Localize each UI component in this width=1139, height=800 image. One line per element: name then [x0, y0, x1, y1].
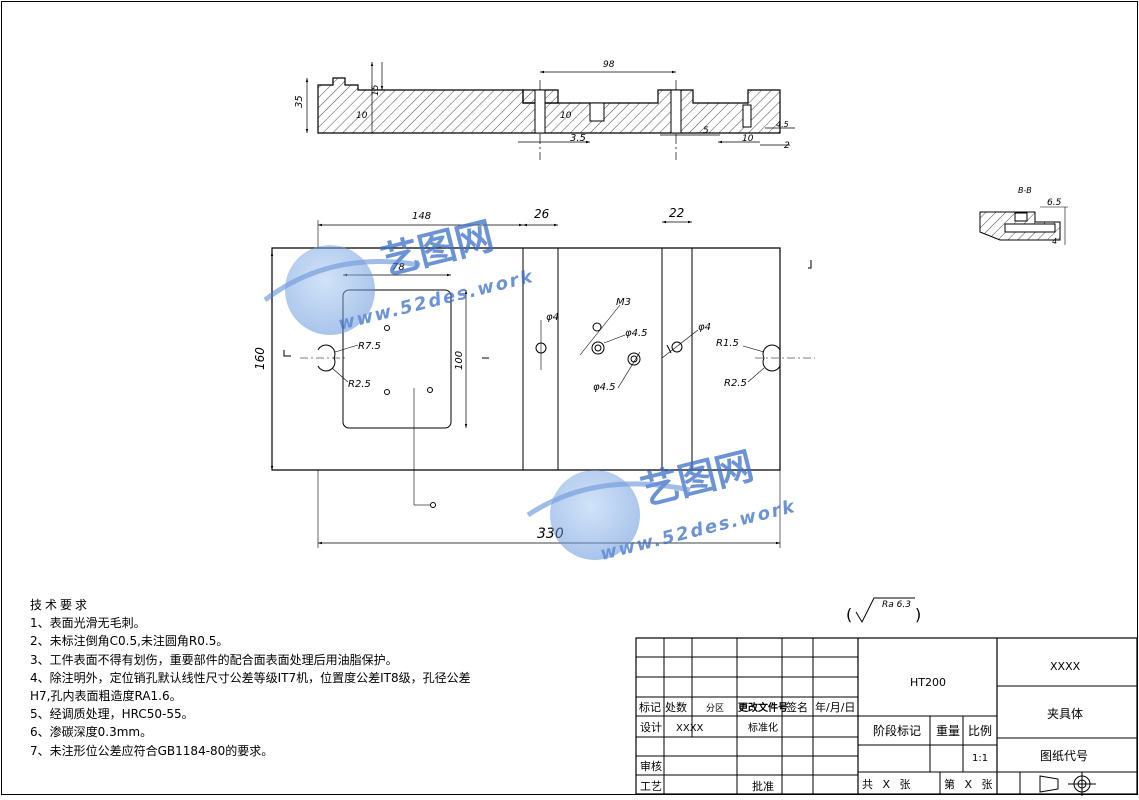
section-dim-side: 4 [1052, 237, 1057, 246]
tech-item-6: 6、渗碳深度0.3mm。 [30, 725, 153, 740]
zone-label: 分区 [706, 703, 724, 714]
tech-item-2: 2、未标注倒角C0.5,未注圆角R0.5。 [30, 634, 229, 649]
tech-item-5: 5、经调质处理，HRC50-55。 [30, 707, 194, 722]
section-dim-top: 6.5 [1047, 198, 1062, 208]
dim-10: 10 [742, 134, 754, 144]
dim-4-5: 4.5 [776, 120, 789, 129]
design-label: 设计 [640, 721, 662, 734]
sheet-no: 第 X 张 [944, 777, 996, 791]
dim-m3: M3 [616, 297, 631, 308]
dim-2: 2 [784, 141, 790, 151]
side-slot [742, 104, 752, 128]
tech-item-1: 1、表面光滑无毛刺。 [30, 616, 146, 631]
dim-hole-spacing: 98 [603, 60, 615, 70]
tech-item-4: 4、除注明外，定位销孔默认线性尺寸公差等级IT7机，位置度公差IT8级，孔径公差 [30, 670, 471, 685]
dim-100: 100 [454, 351, 465, 370]
mark-label: 标记 [639, 700, 661, 714]
sheets-total: 共 X 张 [862, 778, 914, 791]
roughness-symbol: ( Ra 6.3 ) [846, 597, 921, 624]
side-hole-1 [534, 89, 546, 134]
dim-phi4-5-a: φ4.5 [625, 328, 648, 339]
dim-r7-5-left: R7.5 [358, 341, 381, 352]
tech-item-4b: H7,孔内表面粗造度RA1.6。 [30, 688, 182, 703]
dim-78: 78 [392, 262, 405, 273]
tech-item-7: 7、未注形位公差应符合GB1184-80的要求。 [30, 743, 274, 758]
tech-requirements-title: 技术要求 [30, 598, 91, 612]
date-label: 年/月/日 [815, 700, 855, 714]
dim-r1-5-right: R1.5 [716, 338, 739, 349]
dim-phi4-a: φ4 [546, 312, 559, 323]
watermark-1: 艺图网 www.52des.work [263, 213, 536, 335]
dim-5: 5 [703, 126, 709, 136]
stage-label: 阶段标记 [873, 723, 921, 738]
title-block-text: HT200 XXXX 夹具体 图纸代号 阶段标记 重量 比例 1:1 标记 处数… [639, 660, 1096, 796]
dim-phi4-5-b: φ4.5 [593, 382, 616, 393]
side-hole-2 [670, 89, 682, 134]
section-bb: B-B 6.5 4 [979, 186, 1068, 246]
dim-22: 22 [669, 206, 684, 220]
company: XXXX [1050, 660, 1081, 673]
roughness-paren-close: ) [915, 605, 921, 624]
side-tap-hole [589, 102, 605, 122]
watermark-2: 艺图网 www.52des.work [526, 443, 798, 565]
dim-160: 160 [253, 347, 267, 370]
inner-pocket [342, 289, 452, 429]
tech-item-3: 3、工件表面不得有划伤，重要部件的配合面表面处理后用油脂保护。 [30, 652, 398, 667]
watermark-cn-2: 艺图网 [637, 443, 758, 513]
dim-r2-5-right: R2.5 [724, 378, 747, 389]
dim-phi4-b: φ4 [698, 322, 711, 333]
designer: XXXX [676, 723, 704, 734]
dim-left-offset: 10 [356, 111, 368, 121]
dim-26: 26 [534, 207, 550, 221]
title-block [635, 637, 1138, 795]
drawing-code-label: 图纸代号 [1040, 749, 1088, 763]
review-label: 审核 [640, 759, 662, 773]
tech-requirements: 技术要求 1、表面光滑无毛刺。 2、未标注倒角C0.5,未注圆角R0.5。 3、… [30, 596, 471, 760]
dim-step: 15 [371, 84, 381, 96]
standard-label: 标准化 [748, 721, 778, 734]
sign-label: 签名 [786, 700, 808, 714]
part-name: 夹具体 [1047, 707, 1083, 721]
section-label: B-B [1018, 186, 1032, 195]
qty-label: 处数 [665, 701, 687, 714]
weight-label: 重量 [936, 724, 960, 738]
side-profile [317, 77, 781, 134]
approve-label: 批准 [752, 779, 774, 793]
dim-148: 148 [412, 211, 431, 222]
roughness-value: Ra 6.3 [882, 600, 911, 610]
dim-overall-height: 35 [294, 95, 305, 108]
dim-hole-dist: 10 [560, 111, 572, 121]
projection-symbol-icon [1039, 772, 1096, 796]
material: HT200 [910, 676, 946, 689]
plan-view: 148 26 22 78 100 160 330 R7.5 R2.5 R1.5 … [253, 206, 815, 548]
process-label: 工艺 [640, 780, 662, 793]
watermark-cn-1: 艺图网 [377, 213, 498, 283]
scale-label: 比例 [968, 724, 992, 738]
dim-r2-5-left: R2.5 [348, 379, 371, 390]
change-doc-label: 更改文件号 [738, 701, 788, 714]
dim-hole-width: 3.5 [570, 133, 586, 144]
scale-value: 1:1 [972, 753, 988, 764]
roughness-paren-open: ( [846, 605, 852, 624]
side-view: 35 15 10 98 10 3.5 5 10 2 4.5 [294, 60, 795, 160]
